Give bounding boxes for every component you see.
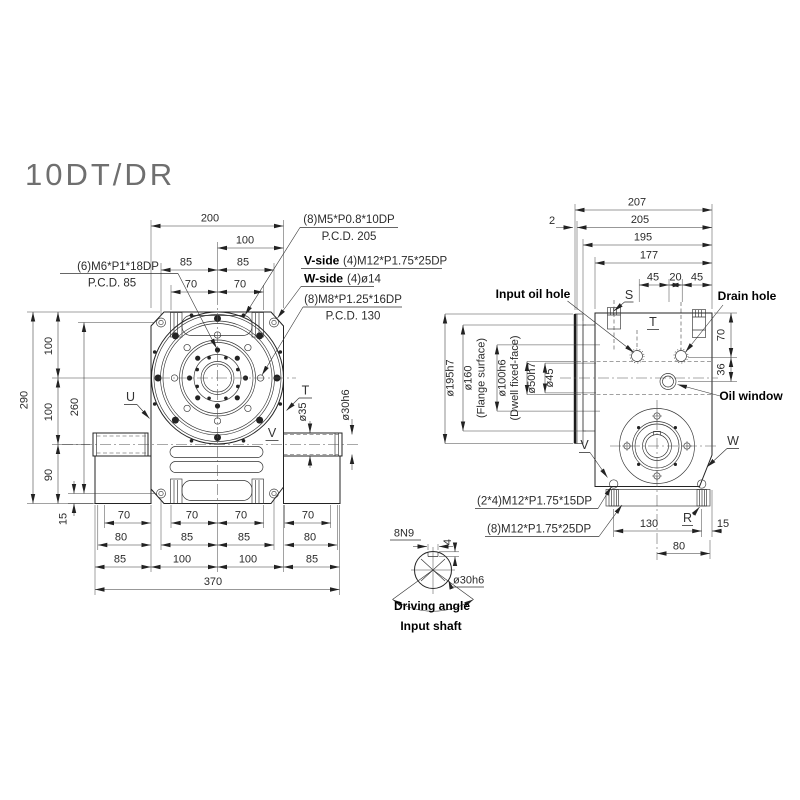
dim-b80-2: 80 [304,532,316,544]
dim-b85-2: 85 [238,532,250,544]
dim-160: ø160 [463,365,475,390]
dim-70-right: 70 [234,279,246,291]
dim-b80-1: 80 [115,532,127,544]
dim-80: 80 [673,541,685,553]
dim-b70-2: 70 [186,510,198,522]
dim-b70-1: 70 [118,510,130,522]
dim-8n9: 8N9 [394,528,414,540]
dim-15-side: 15 [717,518,729,530]
label-input-oil-hole: Input oil hole [496,287,571,301]
label-input-shaft: Input shaft [400,619,461,633]
dim-dia35: ø35 [297,403,309,422]
input-shaft-detail: Driving angle Input shaft 8N9 4 ø30h6 [390,528,484,633]
dim-dia30h6-front: ø30h6 [340,389,352,420]
label-u: U [126,390,135,404]
dowel-ring [195,355,240,401]
bolt-ring-m6-pcd85 [186,347,249,409]
dim-4: 4 [442,539,454,545]
dim-207: 207 [628,197,646,209]
drawing-title: 10DT/DR [25,157,175,192]
dim-15-front: 15 [58,513,70,525]
top-plug-right [692,309,706,338]
dim-b85-3: 85 [114,554,126,566]
dim-45a: 45 [647,272,659,284]
dim-85-right: 85 [237,257,249,269]
label-t-side: T [649,315,657,329]
right-output-shaft [283,432,343,504]
callout-m5-line2: P.C.D. 205 [322,231,377,243]
side-view: T [560,300,718,560]
label-s: S [625,288,633,302]
label-v-side: V [580,438,589,452]
dim-dia30h6-detail: ø30h6 [453,575,484,587]
callout-wside-spec: (4)ø14 [347,274,381,286]
dim-100a: 100 [43,337,55,355]
oil-window-circle [659,373,677,390]
dim-b85-1: 85 [181,532,193,544]
callout-m12-2x4: (2*4)M12*P1.75*15DP [477,496,592,508]
label-w: W [727,434,739,448]
callout-vside-prefix: V-side [304,254,340,268]
left-output-shaft [92,432,152,504]
dim-45b: 45 [691,272,703,284]
bottom-flange [605,479,711,507]
dim-2: 2 [549,215,555,227]
dim-100h6-note: (Dwell fixed-face) [509,336,521,421]
dim-20: 20 [669,272,681,284]
callout-m12-8: (8)M12*P1.75*25DP [487,524,592,536]
dim-200: 200 [201,213,219,225]
dim-90: 90 [43,469,55,481]
label-oil-window: Oil window [719,389,783,403]
drain-hole-circle [673,348,689,364]
side-dimensions: 207 205 195 177 45 20 45 2 S Input oil h… [442,197,783,559]
dim-b70-3: 70 [235,510,247,522]
label-driving-angle: Driving angle [394,599,470,613]
dim-70-left: 70 [185,279,197,291]
dim-45-phi: ø45 [544,369,556,388]
label-v-front: V [268,426,277,440]
dim-195h7: ø195h7 [445,359,457,396]
callout-wside-prefix: W-side [304,272,343,286]
callout-m8-line1: (8)M8*P1.25*16DP [304,294,402,306]
dim-b85-4: 85 [306,554,318,566]
bolt-ring-m5-pcd205 [152,313,283,443]
front-dimensions: 200 100 85 85 70 70 290 100 100 90 260 1… [19,213,355,595]
callout-vside-spec: (4)M12*P1.75*25DP [343,256,448,268]
label-r: R [683,511,692,525]
callout-m6-line1: (6)M6*P1*18DP [77,261,159,273]
dim-85-left: 85 [180,257,192,269]
dim-b100-1: 100 [173,554,191,566]
dim-36: 36 [716,363,728,375]
input-oil-hole-circle [629,348,645,364]
label-drain-hole: Drain hole [718,289,777,303]
front-callouts: (8)M5*P0.8*10DP P.C.D. 205 V-side (4)M12… [60,214,448,376]
bolt-ring-m8-pcd130 [170,331,265,425]
dim-370: 370 [204,576,222,588]
callout-m5-line1: (8)M5*P0.8*10DP [303,214,395,226]
dim-70-side: 70 [716,329,728,341]
dim-205: 205 [631,214,649,226]
front-view [62,294,360,514]
dim-290: 290 [19,391,31,409]
dim-b100-2: 100 [239,554,257,566]
callout-m8-line2: P.C.D. 130 [326,311,381,323]
callout-m6-line2: P.C.D. 85 [88,278,136,290]
dim-130: 130 [640,518,658,530]
dim-177: 177 [640,250,658,262]
dim-100b: 100 [43,403,55,421]
dim-100-top: 100 [236,235,254,247]
dim-195: 195 [634,232,652,244]
dim-260: 260 [69,398,81,416]
dim-100h6: ø100h6 [497,359,509,396]
label-t-front: T [302,384,310,398]
dim-160-note: (Flange surface) [476,338,488,418]
dim-b70-4: 70 [302,510,314,522]
dim-50h7: ø50h7 [526,362,538,393]
